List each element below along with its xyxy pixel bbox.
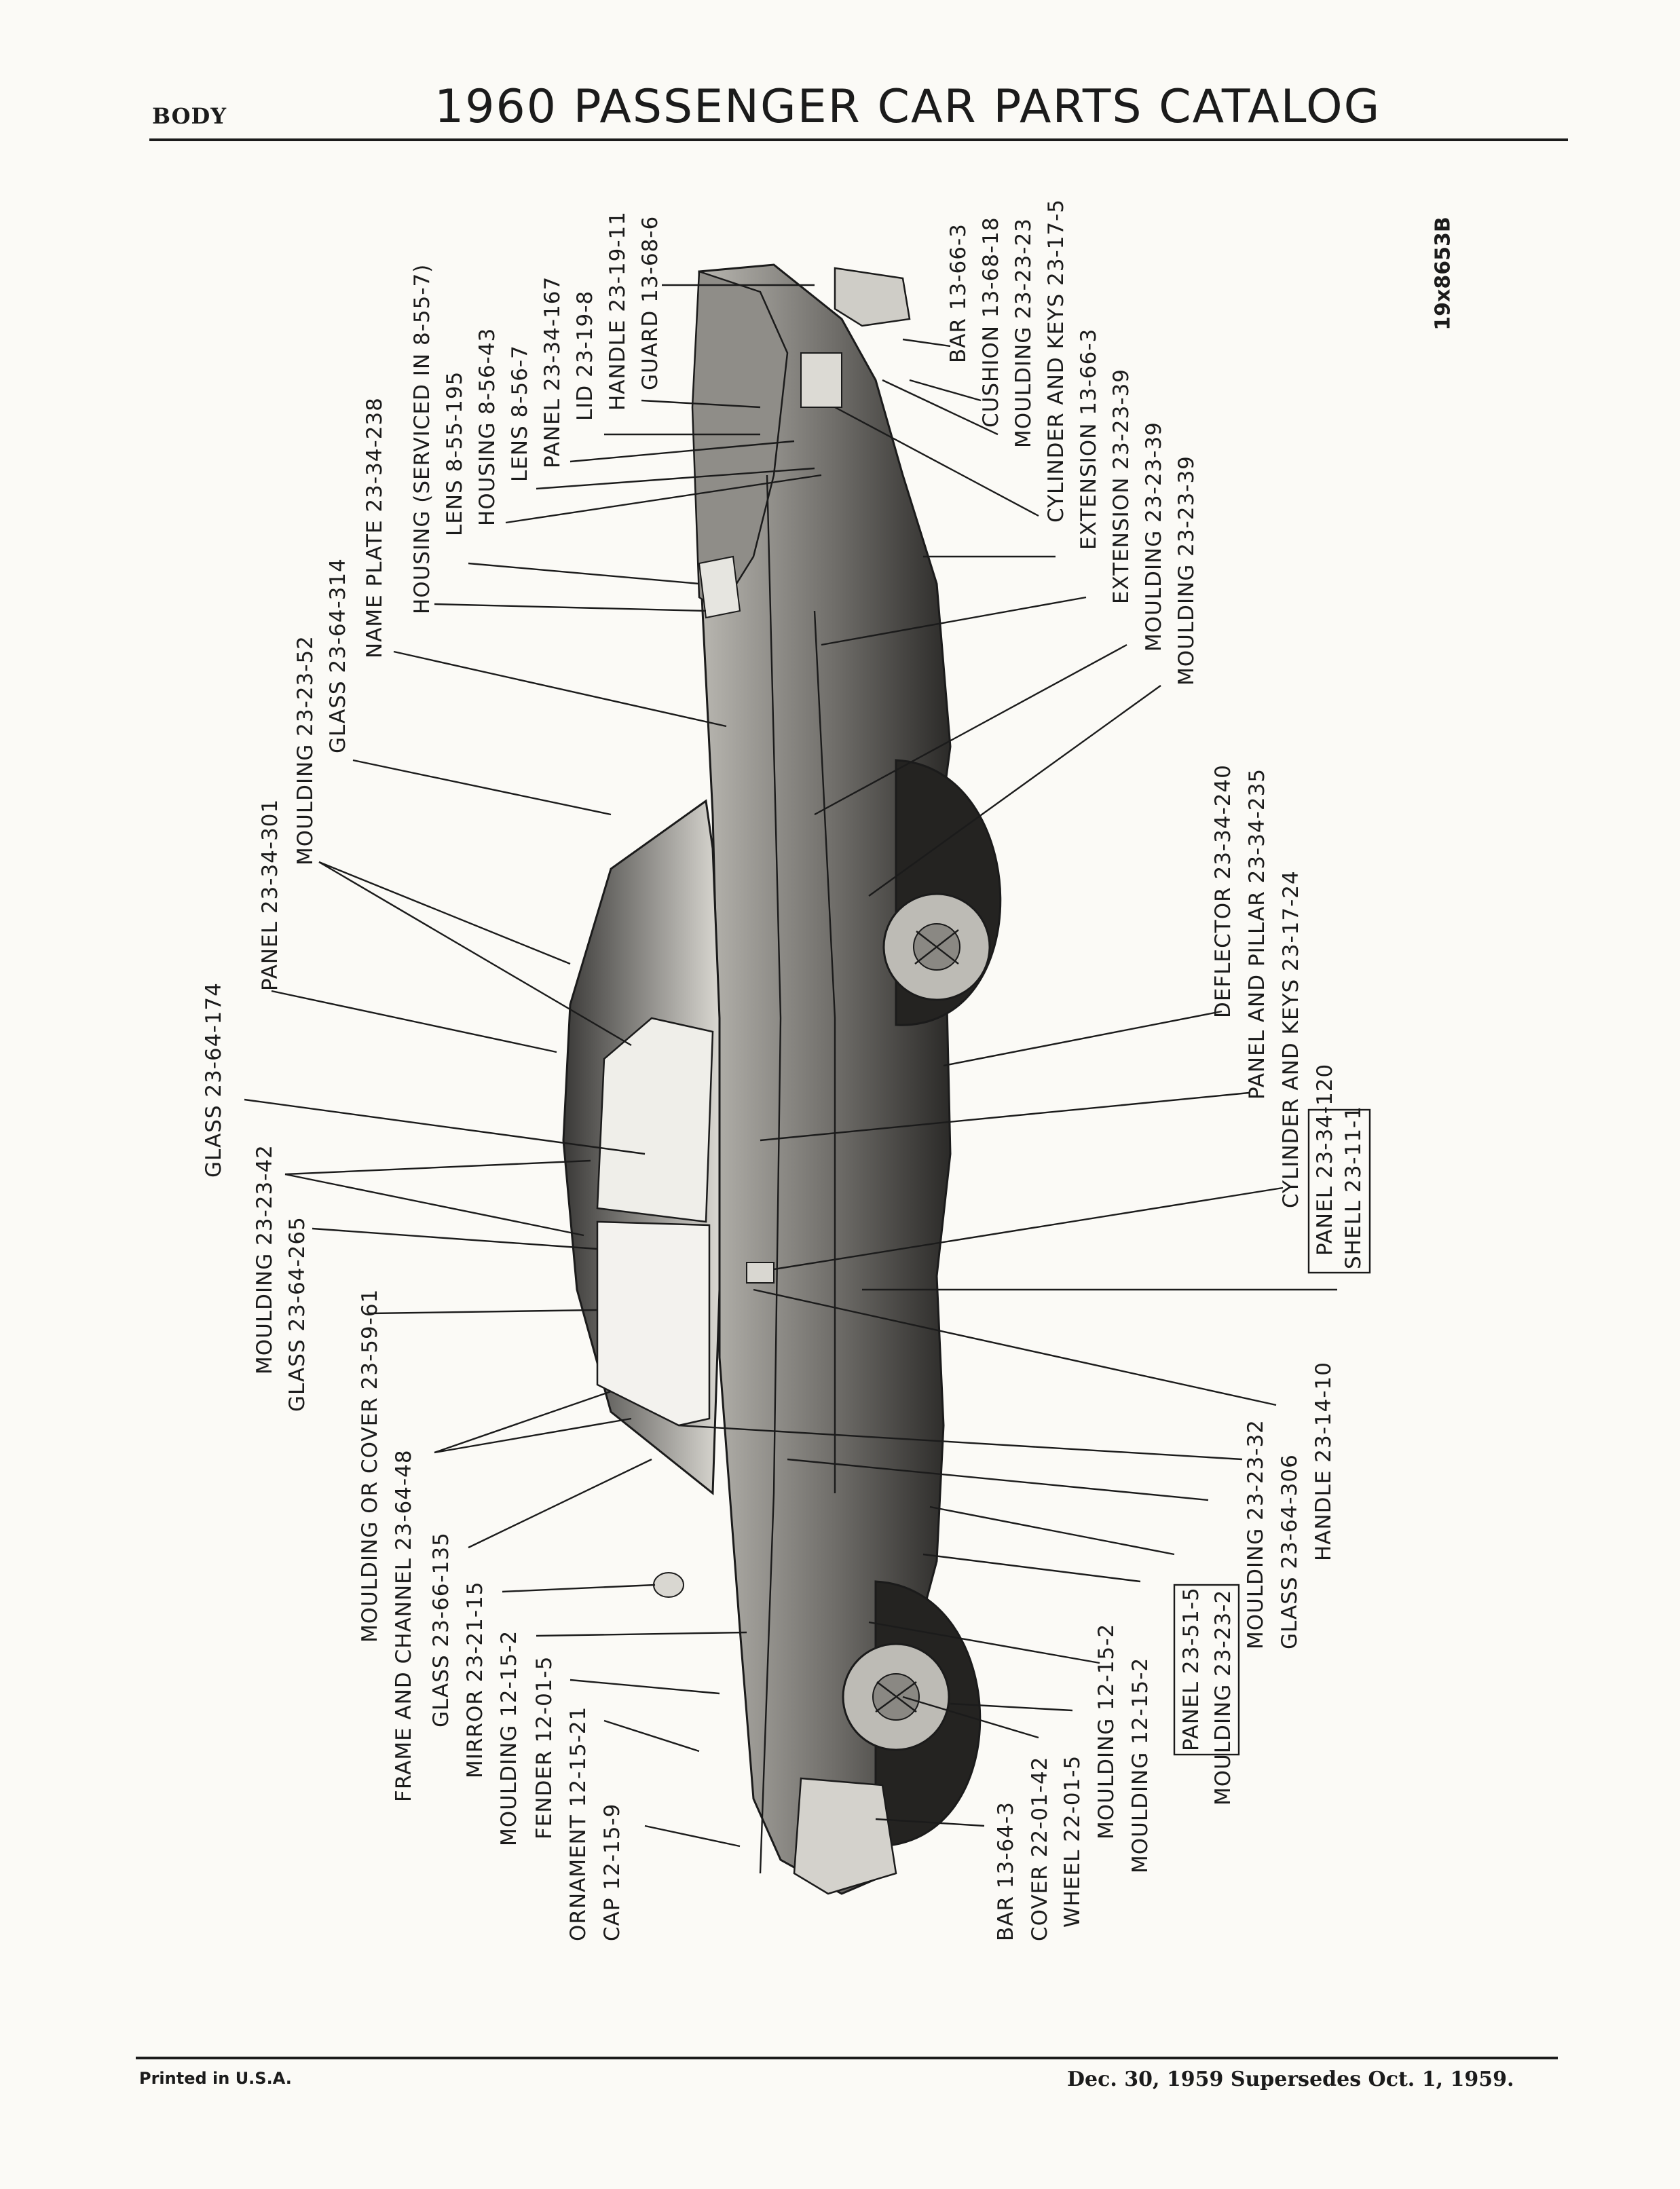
callout-36: HANDLE 23-14-10	[1311, 1362, 1336, 1561]
outside-mirror	[653, 1572, 684, 1598]
callout-8: GUARD 13-68-6	[638, 216, 662, 390]
callout-1: CUSHION 13-68-18	[979, 217, 1003, 428]
callout-42: MOULDING 12-15-2	[1094, 1624, 1119, 1839]
supersedes-date: Dec. 30, 1959 Supersedes Oct. 1, 1959.	[1067, 2068, 1514, 2091]
callout-26: MIRROR 23-21-15	[463, 1582, 487, 1778]
panel-shell-bracket	[1307, 1108, 1371, 1274]
callout-41: MOULDING 12-15-2	[1128, 1658, 1153, 1873]
car-illustration	[562, 263, 1002, 1895]
leader-lines	[244, 284, 1337, 1848]
section-tag: BODY	[152, 103, 227, 129]
lower-moulding-line	[813, 610, 836, 1493]
callout-13: HOUSING 8-56-43	[475, 328, 500, 526]
body-side-moulding-line	[759, 474, 782, 1874]
header-rule	[149, 138, 1568, 141]
door-handle	[746, 1262, 774, 1284]
callout-14: LENS 8-55-195	[443, 371, 467, 536]
callout-28: FENDER 12-01-5	[532, 1656, 557, 1839]
page-header: BODY 1960 PASSENGER CAR PARTS CATALOG	[0, 0, 1680, 156]
rear-quarter-window	[596, 1017, 714, 1223]
footer-rule	[136, 2057, 1558, 2059]
panel-moulding-bracket	[1173, 1584, 1240, 1756]
callout-3: CYLINDER AND KEYS 23-17-5	[1044, 199, 1068, 523]
callout-23: MOULDING OR COVER 23-59-61	[358, 1289, 382, 1643]
rear-bumper	[834, 267, 911, 327]
callout-11: PANEL 23-34-167	[540, 276, 565, 468]
callout-30: CAP 12-15-9	[600, 1803, 624, 1941]
callout-43: WHEEL 22-01-5	[1060, 1755, 1085, 1928]
printed-in-label: Printed in U.S.A.	[139, 2069, 292, 2088]
front-wheel-spokes	[875, 1681, 917, 1713]
callout-7: MOULDING 23-23-39	[1174, 455, 1199, 686]
door-window	[596, 1220, 711, 1427]
front-bumper	[793, 1777, 897, 1895]
callout-0: BAR 13-66-3	[946, 223, 971, 363]
callout-37: GLASS 23-64-306	[1277, 1454, 1302, 1649]
callout-12: LENS 8-56-7	[508, 345, 532, 482]
callout-45: BAR 13-64-3	[994, 1801, 1018, 1941]
callout-25: GLASS 23-66-135	[429, 1532, 453, 1727]
callout-35: SHELL 23-11-1	[1341, 1106, 1366, 1269]
callout-24: FRAME AND CHANNEL 23-64-48	[392, 1449, 416, 1802]
callout-17: GLASS 23-64-314	[326, 558, 350, 753]
tail-light-housing	[698, 555, 741, 619]
callout-33: CYLINDER AND KEYS 23-17-24	[1279, 870, 1303, 1208]
callout-2: MOULDING 23-23-23	[1011, 218, 1036, 448]
callout-21: MOULDING 23-23-42	[253, 1144, 277, 1374]
callout-29: ORNAMENT 12-15-21	[566, 1706, 591, 1941]
callout-32: PANEL AND PILLAR 23-34-235	[1245, 768, 1269, 1100]
callout-20: GLASS 23-64-174	[202, 982, 226, 1178]
callout-22: GLASS 23-64-265	[285, 1216, 310, 1412]
callout-16: NAME PLATE 23-34-238	[362, 397, 387, 658]
callout-34: PANEL 23-34-120	[1313, 1064, 1337, 1256]
catalog-title: 1960 PASSENGER CAR PARTS CATALOG	[434, 80, 1381, 134]
callout-10: LID 23-19-8	[573, 291, 597, 421]
callout-15: HOUSING (SERVICED IN 8-55-7)	[410, 264, 434, 614]
callout-44: COVER 22-01-42	[1028, 1757, 1052, 1941]
callout-27: MOULDING 12-15-2	[497, 1630, 521, 1846]
callout-19: PANEL 23-34-301	[258, 799, 282, 991]
callout-6: MOULDING 23-23-39	[1142, 422, 1166, 652]
callout-labels: BAR 13-66-3 CUSHION 13-68-18 MOULDING 23…	[202, 199, 1371, 1941]
callout-4: EXTENSION 13-66-3	[1077, 329, 1101, 550]
tail-fin	[691, 270, 789, 612]
callout-9: HANDLE 23-19-11	[605, 211, 630, 411]
callout-40: MOULDING 23-23-2	[1211, 1590, 1235, 1806]
car-body-side	[698, 263, 952, 1895]
rear-wheel-spokes	[914, 929, 959, 965]
callout-18: MOULDING 23-23-52	[293, 635, 318, 865]
license-lid	[800, 352, 842, 408]
callout-5: EXTENSION 23-23-39	[1109, 369, 1134, 604]
callout-39: PANEL 23-51-5	[1179, 1587, 1203, 1751]
callout-31: DEFLECTOR 23-34-240	[1211, 764, 1235, 1018]
callout-38: MOULDING 23-23-32	[1244, 1419, 1268, 1649]
